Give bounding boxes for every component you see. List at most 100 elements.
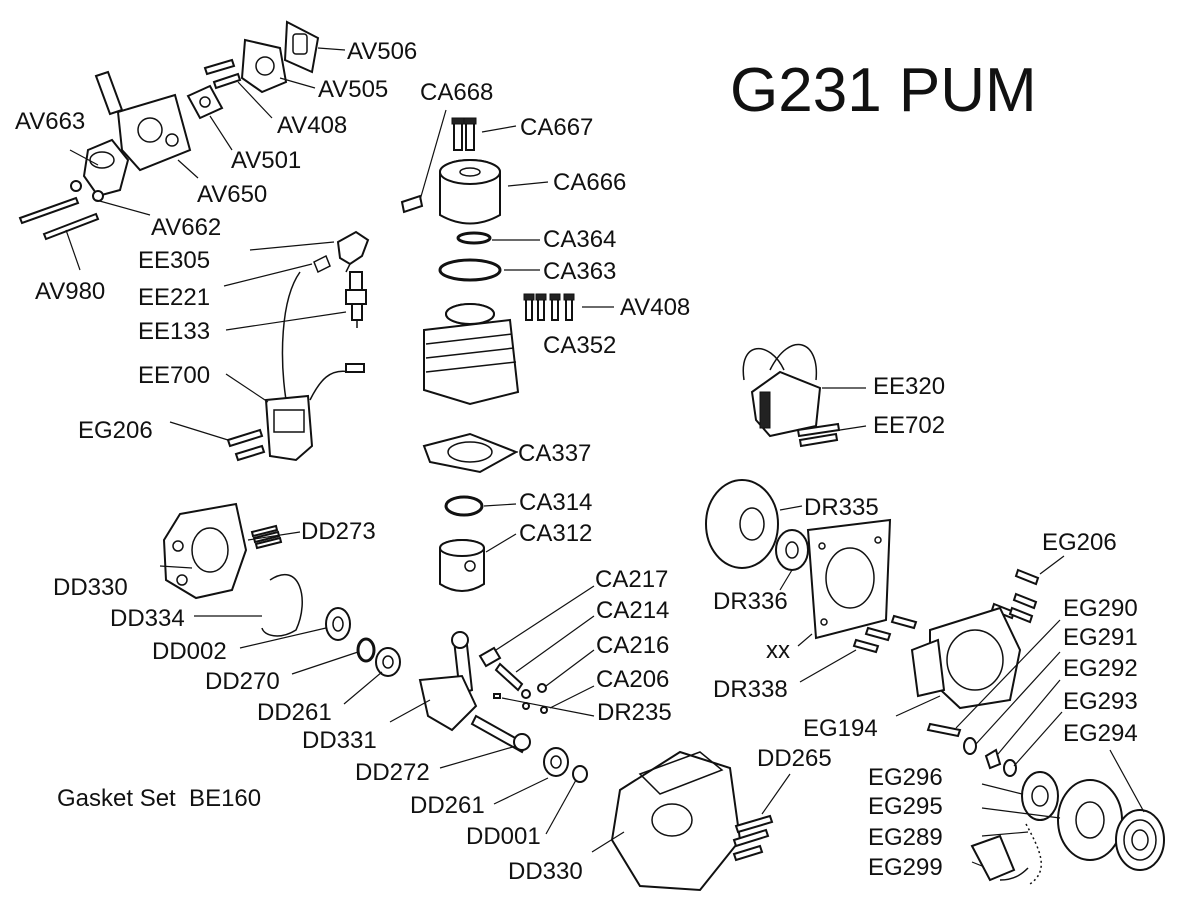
label-eg206-right: EG206 xyxy=(1042,529,1117,556)
spring-eg294 xyxy=(1115,809,1165,871)
label-ca364: CA364 xyxy=(543,226,617,253)
spring-ee221 xyxy=(313,254,331,274)
label-ca337: CA337 xyxy=(518,440,592,467)
label-dd002: DD002 xyxy=(152,638,227,665)
washer-eg291 xyxy=(963,737,977,755)
label-ee702: EE702 xyxy=(873,412,946,439)
label-dd330-bottom: DD330 xyxy=(508,858,583,885)
ignition-coil-ee700 xyxy=(264,271,365,462)
label-eg194: EG194 xyxy=(803,715,878,742)
label-dd273: DD273 xyxy=(301,518,376,545)
label-ca666: CA666 xyxy=(553,169,627,196)
bearing-dd261-a xyxy=(375,647,401,677)
label-ee133: EE133 xyxy=(138,318,211,345)
screws-plate xyxy=(852,614,918,654)
screws-av408-top xyxy=(203,58,242,90)
cylinder-cover-ca666 xyxy=(439,159,501,225)
spark-plug-cap-ee305 xyxy=(336,230,370,273)
washers-ca206 xyxy=(522,702,548,714)
plate-dr338 xyxy=(806,518,892,640)
wrist-pin-ca214 xyxy=(494,662,524,692)
starter-housing-eg194 xyxy=(910,606,1022,710)
label-eg295: EG295 xyxy=(868,793,943,820)
circlip-dd270 xyxy=(356,637,376,663)
key-dr235 xyxy=(493,693,501,699)
label-dd001: DD001 xyxy=(466,823,541,850)
label-dr338: DR338 xyxy=(713,676,788,703)
crankshaft-dd331 xyxy=(418,631,528,754)
label-ca206: CA206 xyxy=(596,666,670,693)
needle-bearing-ca217 xyxy=(478,646,502,668)
screw-eg290 xyxy=(926,722,962,738)
rope-eg289 xyxy=(1025,823,1042,885)
label-dd261-a: DD261 xyxy=(257,699,332,726)
flywheel-dr335 xyxy=(705,479,779,569)
label-ee221: EE221 xyxy=(138,284,211,311)
label-eg299: EG299 xyxy=(868,854,943,881)
label-eg290: EG290 xyxy=(1063,595,1138,622)
label-dd270: DD270 xyxy=(205,668,280,695)
label-ca352: CA352 xyxy=(543,332,617,359)
label-av650: AV650 xyxy=(197,181,268,208)
label-ca216: CA216 xyxy=(596,632,670,659)
label-av505: AV505 xyxy=(318,76,389,103)
label-av506: AV506 xyxy=(347,38,418,65)
label-dd261-b: DD261 xyxy=(410,792,485,819)
cylinder-ca352 xyxy=(423,303,520,406)
diagram-title: G231 PUM xyxy=(730,56,1037,125)
label-ca217: CA217 xyxy=(595,566,669,593)
spark-plug-ee133 xyxy=(345,271,367,328)
seal-dd001 xyxy=(572,765,588,783)
screws-eg206-left xyxy=(226,428,266,462)
label-av501: AV501 xyxy=(231,147,302,174)
label-eg292: EG292 xyxy=(1063,655,1138,682)
label-dd265: DD265 xyxy=(757,745,832,772)
air-filter-av663 xyxy=(82,138,130,198)
gasket-set-note: Gasket Set BE160 xyxy=(57,785,262,812)
bolts-av980 xyxy=(18,196,100,241)
label-dd331: DD331 xyxy=(302,727,377,754)
bearing-dd261-b xyxy=(543,747,569,777)
reel-eg295 xyxy=(1057,779,1123,861)
label-av663: AV663 xyxy=(15,108,86,135)
intake-gasket-av506 xyxy=(283,20,320,74)
label-ee305: EE305 xyxy=(138,247,211,274)
fitting-ca668 xyxy=(400,194,424,214)
label-ca667: CA667 xyxy=(520,114,594,141)
label-av662: AV662 xyxy=(151,214,222,241)
piston-rings-ca314 xyxy=(444,495,484,517)
seal-dd002 xyxy=(325,607,351,641)
gasket-av501 xyxy=(186,84,224,120)
gasket-dd334 xyxy=(261,573,303,637)
label-ca214: CA214 xyxy=(596,597,670,624)
insulator-av505 xyxy=(240,38,288,94)
cylinder-bolts-av408 xyxy=(523,293,575,321)
label-ee700: EE700 xyxy=(138,362,211,389)
label-av408-mid: AV408 xyxy=(620,294,691,321)
label-eg293: EG293 xyxy=(1063,688,1138,715)
handle-eg299 xyxy=(970,834,1029,882)
cylinder-screws-ca667 xyxy=(451,117,477,151)
label-eg294: EG294 xyxy=(1063,720,1138,747)
crankcase-dd330-bottom xyxy=(610,750,742,892)
screws-ee702 xyxy=(796,422,841,448)
label-ee320: EE320 xyxy=(873,373,946,400)
label-dd334: DD334 xyxy=(110,605,185,632)
cylinder-gasket-ca337 xyxy=(422,432,519,474)
o-ring-ca363 xyxy=(438,258,502,282)
washer-eg293 xyxy=(1003,759,1017,777)
label-ca668: CA668 xyxy=(420,79,494,106)
clutch-dr336 xyxy=(775,529,809,571)
label-dd272: DD272 xyxy=(355,759,430,786)
label-av408-top: AV408 xyxy=(277,112,348,139)
label-eg296: EG296 xyxy=(868,764,943,791)
coil-ee320 xyxy=(742,343,822,438)
piston-ca312 xyxy=(439,539,485,592)
washer-dd272 xyxy=(513,733,531,751)
label-eg291: EG291 xyxy=(1063,624,1138,651)
label-dr335: DR335 xyxy=(804,494,879,521)
screws-dd265 xyxy=(732,814,774,862)
label-ca314: CA314 xyxy=(519,489,593,516)
